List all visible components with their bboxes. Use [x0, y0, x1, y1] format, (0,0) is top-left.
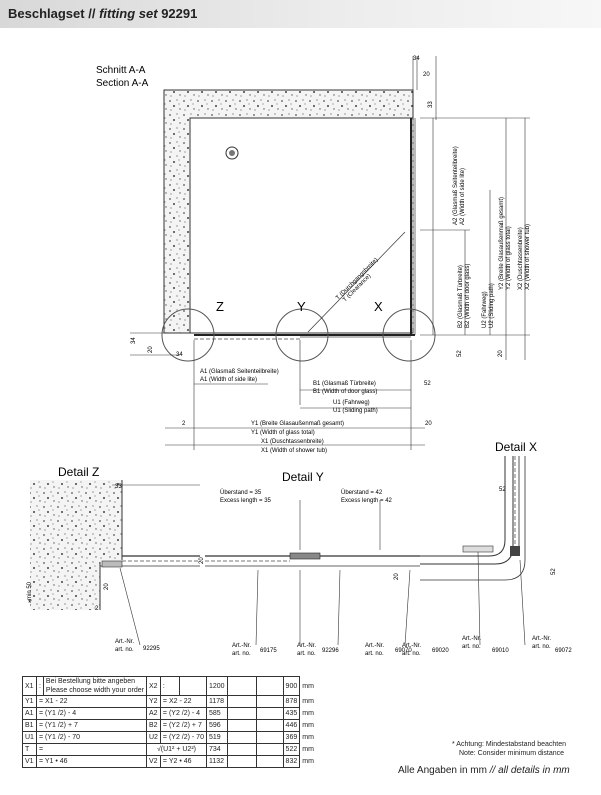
- detail-y-circle: [275, 308, 329, 362]
- page-title: Beschlagset // fitting set 92291: [8, 6, 198, 21]
- svg-text:B2 (Width of door glass): B2 (Width of door glass): [465, 264, 471, 328]
- svg-text:Überstand = 35: Überstand = 35: [220, 489, 262, 496]
- svg-text:Y2 (Width of glass total): Y2 (Width of glass total): [506, 226, 512, 290]
- svg-text:Y1 (Breite Glasaußenmaß gesamt: Y1 (Breite Glasaußenmaß gesamt): [251, 421, 344, 427]
- detail-x-title: Detail X: [495, 440, 537, 454]
- page-header: Beschlagset // fitting set 92291: [0, 0, 601, 28]
- footer-note: Alle Angaben in mm // all details in mm: [398, 765, 570, 776]
- svg-text:Art.-Nr.: Art.-Nr.: [297, 643, 316, 649]
- detail-x-corner-fitting: [510, 546, 520, 556]
- svg-text:B1 (Glasmaß Türbreite): B1 (Glasmaß Türbreite): [313, 381, 376, 387]
- svg-text:20: 20: [425, 421, 432, 427]
- svg-text:52: 52: [424, 381, 431, 387]
- section-title-de: Schnitt A-A: [96, 65, 146, 76]
- detail-z-wall: [30, 480, 122, 610]
- detail-x-tub-edge: [420, 456, 506, 557]
- svg-text:Excess length = 42: Excess length = 42: [341, 498, 393, 504]
- svg-text:art. no.: art. no.: [365, 651, 384, 657]
- svg-text:Y1 (Width of glass total): Y1 (Width of glass total): [251, 430, 315, 436]
- section-title-en: Section A-A: [96, 78, 149, 89]
- svg-text:A2 (Glasmaß Seitenteilbreite): A2 (Glasmaß Seitenteilbreite): [453, 146, 459, 225]
- svg-text:69175: 69175: [260, 648, 277, 654]
- svg-text:Excess length = 35: Excess length = 35: [220, 498, 272, 504]
- svg-text:33: 33: [428, 101, 434, 108]
- svg-text:art. no.: art. no.: [402, 651, 421, 657]
- svg-text:20: 20: [199, 557, 205, 564]
- asterisk-icon: *: [28, 598, 32, 608]
- svg-text:34: 34: [131, 337, 137, 344]
- svg-text:20: 20: [148, 346, 154, 353]
- svg-text:Art.-Nr.: Art.-Nr.: [402, 643, 421, 649]
- svg-text:art. no.: art. no.: [232, 651, 251, 657]
- svg-text:92295: 92295: [143, 646, 160, 652]
- svg-text:69020: 69020: [432, 648, 449, 654]
- svg-text:2: 2: [95, 606, 99, 612]
- svg-text:Art.-Nr.: Art.-Nr.: [115, 639, 134, 645]
- svg-text:X2 (Duschtassenbreite): X2 (Duschtassenbreite): [518, 227, 524, 290]
- svg-text:A1 (Glasmaß Seitenteilbreite): A1 (Glasmaß Seitenteilbreite): [200, 369, 279, 375]
- svg-text:Überstand = 42: Überstand = 42: [341, 489, 383, 496]
- clearance-line: [307, 231, 406, 333]
- svg-text:20: 20: [104, 583, 110, 590]
- svg-text:art. no.: art. no.: [297, 651, 316, 657]
- svg-text:X1 (Duschtassenbreite): X1 (Duschtassenbreite): [261, 439, 324, 445]
- svg-text:A2 (Width of side lite): A2 (Width of side lite): [460, 168, 466, 225]
- svg-text:20: 20: [423, 72, 430, 78]
- svg-text:Art.-Nr.: Art.-Nr.: [365, 643, 384, 649]
- svg-text:34: 34: [413, 56, 420, 62]
- svg-text:X2 (Width of shower tub): X2 (Width of shower tub): [525, 224, 531, 290]
- svg-text:U2 (Fahrweg): U2 (Fahrweg): [482, 291, 488, 328]
- detail-z-title: Detail Z: [58, 465, 99, 479]
- label-y: Y: [297, 299, 306, 314]
- svg-text:B1 (Width of door glass): B1 (Width of door glass): [313, 389, 377, 395]
- svg-text:20: 20: [394, 573, 400, 580]
- svg-text:X1 (Width of shower tub): X1 (Width of shower tub): [261, 448, 327, 454]
- svg-text:U1 (Fahrweg): U1 (Fahrweg): [333, 400, 370, 406]
- svg-text:69010: 69010: [492, 648, 509, 654]
- svg-text:52: 52: [551, 568, 557, 575]
- asterisk-icon: *: [452, 741, 457, 748]
- svg-text:52: 52: [499, 487, 506, 493]
- svg-text:Art.-Nr.: Art.-Nr.: [462, 636, 481, 642]
- svg-text:2: 2: [182, 421, 186, 427]
- svg-text:69070: 69070: [395, 648, 412, 654]
- svg-text:69072: 69072: [555, 648, 572, 654]
- svg-text:min 50: min 50: [27, 581, 33, 600]
- svg-text:art. no.: art. no.: [532, 644, 551, 650]
- detail-y-title: Detail Y: [282, 470, 324, 484]
- svg-text:U2 (Sliding path): U2 (Sliding path): [489, 283, 495, 328]
- svg-text:art. no.: art. no.: [462, 644, 481, 650]
- svg-text:Y2 (Breite Glasaußenmaß gesamt: Y2 (Breite Glasaußenmaß gesamt): [499, 197, 505, 290]
- detail-z-profile: [101, 560, 123, 568]
- svg-text:92296: 92296: [322, 648, 339, 654]
- svg-text:52: 52: [457, 350, 463, 357]
- svg-text:34: 34: [176, 352, 183, 358]
- svg-text:U1 (Sliding path): U1 (Sliding path): [333, 408, 378, 414]
- svg-text:33: 33: [115, 484, 122, 490]
- svg-text:art. no.: art. no.: [115, 647, 134, 653]
- label-z: Z: [216, 299, 224, 314]
- min-distance-note: * Achtung: Mindestabstand beachten Note:…: [452, 741, 567, 757]
- detail-y-handle: [289, 552, 321, 560]
- detail-z-circle: [161, 308, 215, 362]
- svg-text:Art.-Nr.: Art.-Nr.: [532, 636, 551, 642]
- svg-text:B2 (Glasmaß Türbreite): B2 (Glasmaß Türbreite): [458, 265, 464, 328]
- svg-text:Art.-Nr.: Art.-Nr.: [232, 643, 251, 649]
- svg-text:A1 (Width of side lite): A1 (Width of side lite): [200, 377, 257, 383]
- svg-text:20: 20: [498, 350, 504, 357]
- label-x: X: [374, 299, 383, 314]
